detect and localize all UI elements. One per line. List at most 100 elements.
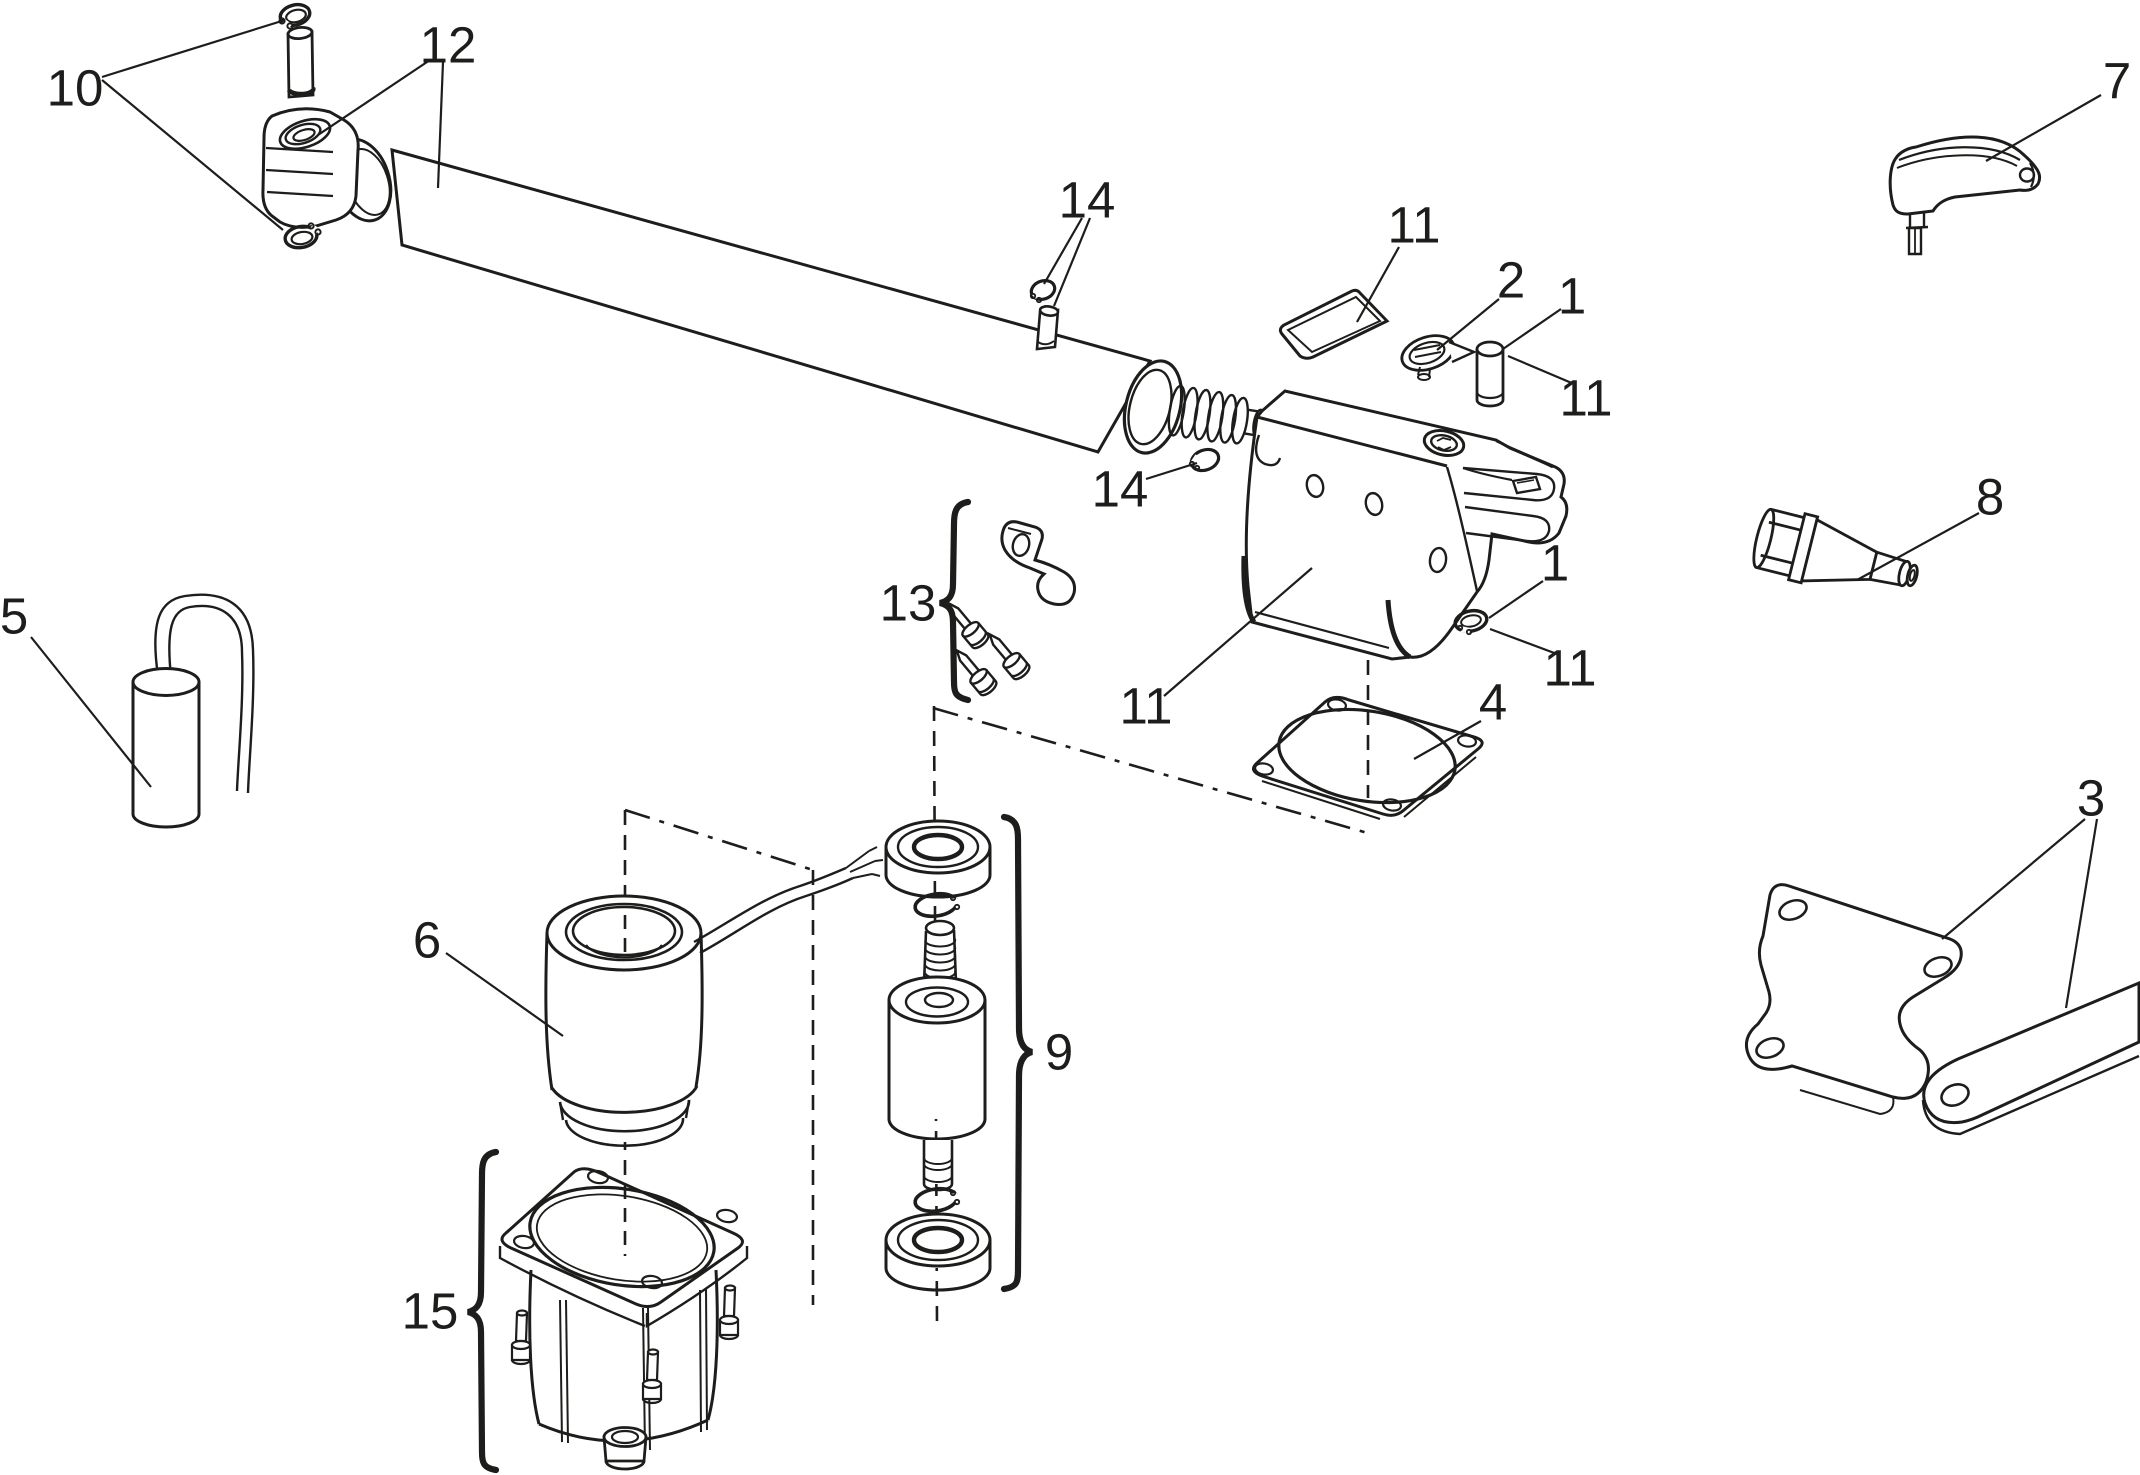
callout-13: 13 xyxy=(880,575,937,632)
stator-wire-ends xyxy=(845,846,884,879)
group-braces xyxy=(467,498,1033,1474)
callout-4: 4 xyxy=(1479,674,1507,731)
stator-bottom-arc1 xyxy=(550,1085,699,1114)
flange-hole-b xyxy=(715,1208,739,1224)
part-15-motor-housing xyxy=(498,1167,749,1471)
clevis-prong-lower xyxy=(1464,505,1551,543)
housing-face-side-divider xyxy=(1445,466,1479,592)
rotor-fill xyxy=(889,1000,985,1119)
wormshaft-fill xyxy=(924,930,956,986)
leader-11-a xyxy=(1356,246,1400,323)
flange-outline xyxy=(500,1167,744,1309)
bracket-plate xyxy=(1922,980,2140,1125)
leader-12-b2 xyxy=(436,61,445,189)
lowershaft-rings xyxy=(923,1157,953,1183)
alignment-axes xyxy=(623,705,1372,1323)
leader-10-a xyxy=(101,18,286,79)
snapring2-lug-a xyxy=(949,1189,957,1197)
motor-bolt-right xyxy=(718,1284,740,1341)
bearing2-top xyxy=(884,1212,992,1268)
rotor-shaft-stub xyxy=(923,991,955,1009)
flange-bore-inner xyxy=(535,1193,709,1283)
housing-hole-b xyxy=(1364,491,1384,517)
clevis-prong-upper xyxy=(1462,466,1556,502)
gland-hex-lines xyxy=(1756,508,1805,578)
circlip-bottom-lug-b xyxy=(314,228,322,236)
housing-accent-right xyxy=(1385,599,1412,660)
leader-14-a1 xyxy=(1043,217,1083,285)
leader-14-a2 xyxy=(1052,217,1092,307)
callout-14-b: 14 xyxy=(1092,461,1149,518)
callout-11-b: 11 xyxy=(1560,370,1613,427)
stator-sides xyxy=(544,932,704,1091)
leader-3-a xyxy=(1941,818,2086,940)
gasket-hole-left xyxy=(1253,762,1275,776)
housing-bottom-inner xyxy=(1254,610,1390,650)
snapring1-lug-b xyxy=(953,903,961,911)
callout-8: 8 xyxy=(1976,469,2004,526)
callout-12: 12 xyxy=(420,17,477,74)
pin-14-top xyxy=(1038,305,1060,317)
callout-15: 15 xyxy=(402,1283,459,1340)
screw-1 xyxy=(946,600,990,650)
leader-7 xyxy=(1985,94,2102,162)
pin-1-sides xyxy=(1475,349,1505,400)
cam-hook-hole xyxy=(1011,532,1031,558)
gland-collar xyxy=(1786,512,1820,585)
callout-14-a: 14 xyxy=(1059,172,1116,229)
screw-3 xyxy=(987,631,1031,681)
pin-1-bottom xyxy=(1475,399,1505,408)
cap-knurl-lines xyxy=(265,146,334,198)
leader-11-d xyxy=(1163,567,1313,697)
pin-1-body xyxy=(1477,349,1503,400)
clevis-hex-inner xyxy=(1516,479,1535,484)
gasket-hole-right xyxy=(1456,734,1478,748)
housing-hole-a xyxy=(1305,473,1325,499)
callout-3: 3 xyxy=(2077,770,2105,827)
gasket-thickness-b xyxy=(1261,780,1381,820)
plate-top-face xyxy=(1286,295,1382,354)
gasket-bore xyxy=(1277,707,1457,805)
pin-10-band xyxy=(286,87,316,97)
gland-taper xyxy=(1799,517,1879,583)
motor-bolt-mid xyxy=(641,1348,663,1405)
cam-stem-foot xyxy=(1417,373,1431,381)
callout-11-c: 11 xyxy=(1544,640,1597,697)
part-5-capacitor xyxy=(131,593,255,829)
brace-13 xyxy=(939,498,972,704)
callout-10: 10 xyxy=(47,60,104,117)
leader-3-b xyxy=(2064,818,2099,1009)
cam-body xyxy=(1400,334,1456,372)
housing-ear xyxy=(1254,434,1282,467)
overlay-axes xyxy=(623,660,1370,1256)
cam-hook xyxy=(1000,520,1076,606)
snapring2-lug-b xyxy=(953,1198,961,1206)
bracket-plate-thickness xyxy=(1921,1054,2140,1136)
callout-1-b: 1 xyxy=(1541,535,1569,592)
eclip-upper-lug-b xyxy=(1035,296,1043,304)
handle-outline xyxy=(1888,135,2042,216)
leader-12-a xyxy=(317,59,431,136)
pin-14-chamfer xyxy=(1037,340,1055,346)
part-2-lock-cam xyxy=(1400,334,1478,381)
capacitor-body xyxy=(133,682,199,814)
ring-1-outer xyxy=(1453,608,1489,634)
callout-labels: 10 12 14 11 2 1 7 11 14 8 1 11 13 11 4 5… xyxy=(0,17,2131,1340)
ring-1-lug-b xyxy=(1465,628,1473,636)
axis-diagonal-left xyxy=(624,808,814,872)
part-10-fasteners xyxy=(278,2,322,250)
stator-step-sides xyxy=(558,1099,691,1121)
stator-bore-depth xyxy=(585,944,663,959)
bearing1-bottom xyxy=(884,874,992,899)
bearing1-ring xyxy=(896,825,980,869)
part-9-rotor-assembly xyxy=(884,819,992,1292)
part-12-tube-assembly xyxy=(261,107,1275,455)
ring-1-lug-a xyxy=(1456,624,1464,632)
part-7-release-handle xyxy=(1888,135,2042,256)
callout-1-a: 1 xyxy=(1558,268,1586,325)
cap-hole-outer xyxy=(284,122,322,146)
pin-1-top xyxy=(1475,340,1505,358)
cap-hole-inner xyxy=(292,128,316,142)
housing-bolt-hole xyxy=(1429,433,1459,453)
leader-2 xyxy=(1436,298,1500,351)
